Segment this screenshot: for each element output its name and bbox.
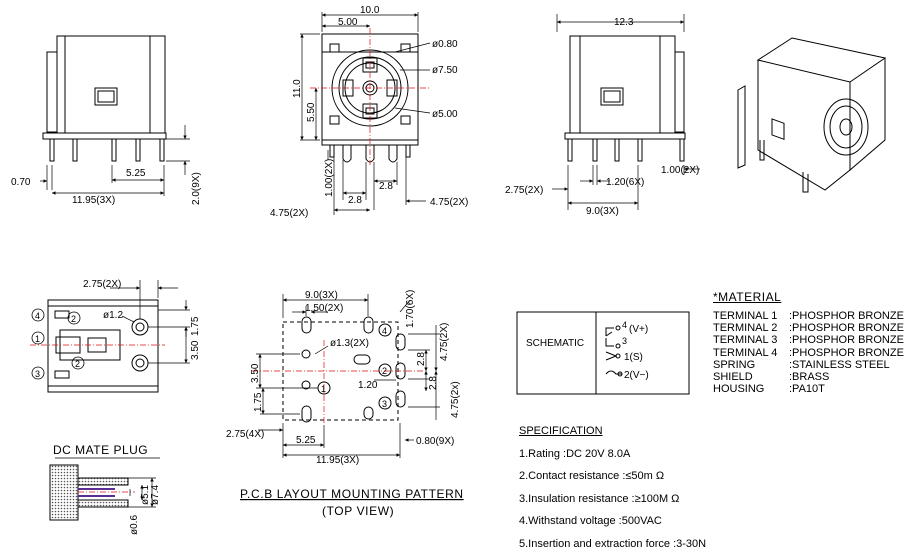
pcb-subtitle: (TOP VIEW) (322, 504, 394, 518)
spec-item: 4.Withstand voltage :500VAC (519, 510, 706, 533)
dim-front-width: 10.0 (360, 5, 380, 16)
material-row: TERMINAL 2:PHOSPHOR BRONZE (713, 322, 904, 334)
material-title: *MATERIAL (713, 290, 781, 304)
material-row: SPRING:STAINLESS STEEL (713, 359, 904, 371)
material-row: HOUSING:PA10T (713, 383, 904, 395)
side-view-left (43, 36, 166, 161)
pcb-pin-2: 2 (382, 366, 387, 376)
dim-front-inner: ø5.00 (432, 109, 458, 120)
dim-bottom-hole: ø1.2 (103, 310, 123, 321)
dim-pcb-edge-b: 4.75(2x) (450, 381, 461, 418)
dim-pcb-pitch-a: 2.8 (416, 352, 427, 366)
dim-side2-span: 9.0(3X) (586, 206, 619, 217)
bottom-pin-1: 1 (35, 334, 40, 344)
specification-block: SPECIFICATION 1.Rating :DC 20V 8.0A 2.Co… (519, 420, 706, 555)
pcb-title: P.C.B LAYOUT MOUNTING PATTERN (240, 487, 464, 501)
dim-pcb-pitch: 9.0(3X) (305, 290, 338, 301)
dim-front-outer: ø7.50 (432, 65, 458, 76)
dim-bottom-pitch: 2.75(2X) (83, 279, 121, 290)
dim-pcb-525: 5.25 (296, 435, 316, 446)
material-row: TERMINAL 4:PHOSPHOR BRONZE (713, 347, 904, 359)
dim-side1-c: 5.25 (126, 168, 146, 179)
dim-plug-outer: ø7.4 (150, 485, 161, 505)
pcb-pin-4: 1 (321, 384, 326, 394)
material-row: TERMINAL 1:PHOSPHOR BRONZE (713, 310, 904, 322)
pcb-pin-1: 4 (382, 326, 387, 336)
bottom-pin-3: 3 (35, 369, 40, 379)
dim-bottom-span: 3.50 (190, 340, 201, 360)
dim-front-half: 5.00 (338, 17, 358, 28)
front-view-dims (300, 12, 430, 215)
bottom-pin-2a: 2 (71, 314, 76, 324)
dim-side2-gap: 1.20(6X) (606, 177, 644, 188)
schematic-box (517, 312, 689, 394)
specification-title: SPECIFICATION (519, 420, 706, 443)
schematic-vplus: (V+) (629, 324, 648, 335)
schematic-pin-4: 4 (622, 320, 627, 330)
dim-pcb-4x: 2.75(4X) (226, 429, 264, 440)
spec-item: 3.Insulation resistance :≥100M Ω (519, 488, 706, 511)
schematic-pin-3: 3 (622, 336, 627, 346)
dim-pcb-edge-a: 4.75(2X) (439, 323, 450, 361)
schematic-pin-1: 1(S) (624, 352, 643, 363)
dim-side1-b: 11.95(3X) (72, 195, 115, 206)
dim-front-pitch-b: 2.8 (379, 181, 393, 192)
pcb-center-lines (252, 340, 425, 425)
isometric-view (738, 38, 885, 192)
dim-side2-offset: 2.75(2X) (505, 185, 543, 196)
plug-title: DC MATE PLUG (53, 443, 148, 457)
dim-side1-d: 2.0(9X) (191, 172, 202, 205)
material-table: TERMINAL 1:PHOSPHOR BRONZE TERMINAL 2:PH… (713, 310, 904, 395)
pcb-pin-3: 3 (382, 399, 387, 409)
schematic-label: SCHEMATIC (526, 338, 584, 349)
dim-bottom-edge: 1.75 (190, 316, 201, 336)
dim-front-height: 11.0 (292, 79, 303, 98)
material-row: SHIELD:BRASS (713, 371, 904, 383)
dim-front-pitch-a: 2.8 (348, 195, 362, 206)
dim-pcb-span: 11.95(3X) (316, 455, 359, 466)
spec-item: 1.Rating :DC 20V 8.0A (519, 443, 706, 466)
dim-side2-depth: 12.3 (614, 17, 634, 28)
dim-pcb-slot-len: 1.70(6X) (405, 290, 416, 328)
dim-pcb-pitch-b: 2.8 (428, 376, 439, 390)
spec-item: 5.Insertion and extraction force :3-30N (519, 533, 706, 555)
bottom-pin-4: 4 (35, 311, 40, 321)
dim-pcb-height: 3.50 (250, 363, 261, 383)
dim-side2-pin: 1.00(2X) (661, 165, 699, 176)
dim-pcb-pin-w: 0.80(9X) (416, 436, 454, 447)
dim-side1-a: 0.70 (11, 177, 31, 188)
bottom-pin-2b: 2 (75, 359, 80, 369)
dim-pcb-hole: ø1.3(2X) (330, 338, 369, 349)
material-row: TERMINAL 3:PHOSPHOR BRONZE (713, 334, 904, 346)
front-view-center-lines (310, 28, 430, 165)
dim-plug-pin: ø0.6 (129, 515, 140, 535)
dim-pcb-bottom: 1.75 (253, 392, 264, 412)
technical-drawing: 0.70 11.95(3X) 5.25 2.0(9X) (0, 0, 910, 542)
dim-pcb-slot: 1.50(2X) (305, 303, 343, 314)
dim-pcb-offset: 1.20 (358, 380, 378, 391)
bottom-view-dims (110, 280, 190, 363)
side-view-right (565, 36, 685, 161)
dim-front-offset-l: 4.75(2X) (270, 208, 308, 219)
dim-front-center: 5.50 (306, 102, 317, 122)
schematic-pin-2: 2(V−) (624, 370, 649, 381)
spec-item: 2.Contact resistance :≤50m Ω (519, 465, 706, 488)
dim-front-pin-w: 1.00(2X) (324, 159, 335, 197)
dim-front-offset-r: 4.75(2X) (430, 197, 468, 208)
dim-front-pin: ø0.80 (432, 39, 458, 50)
